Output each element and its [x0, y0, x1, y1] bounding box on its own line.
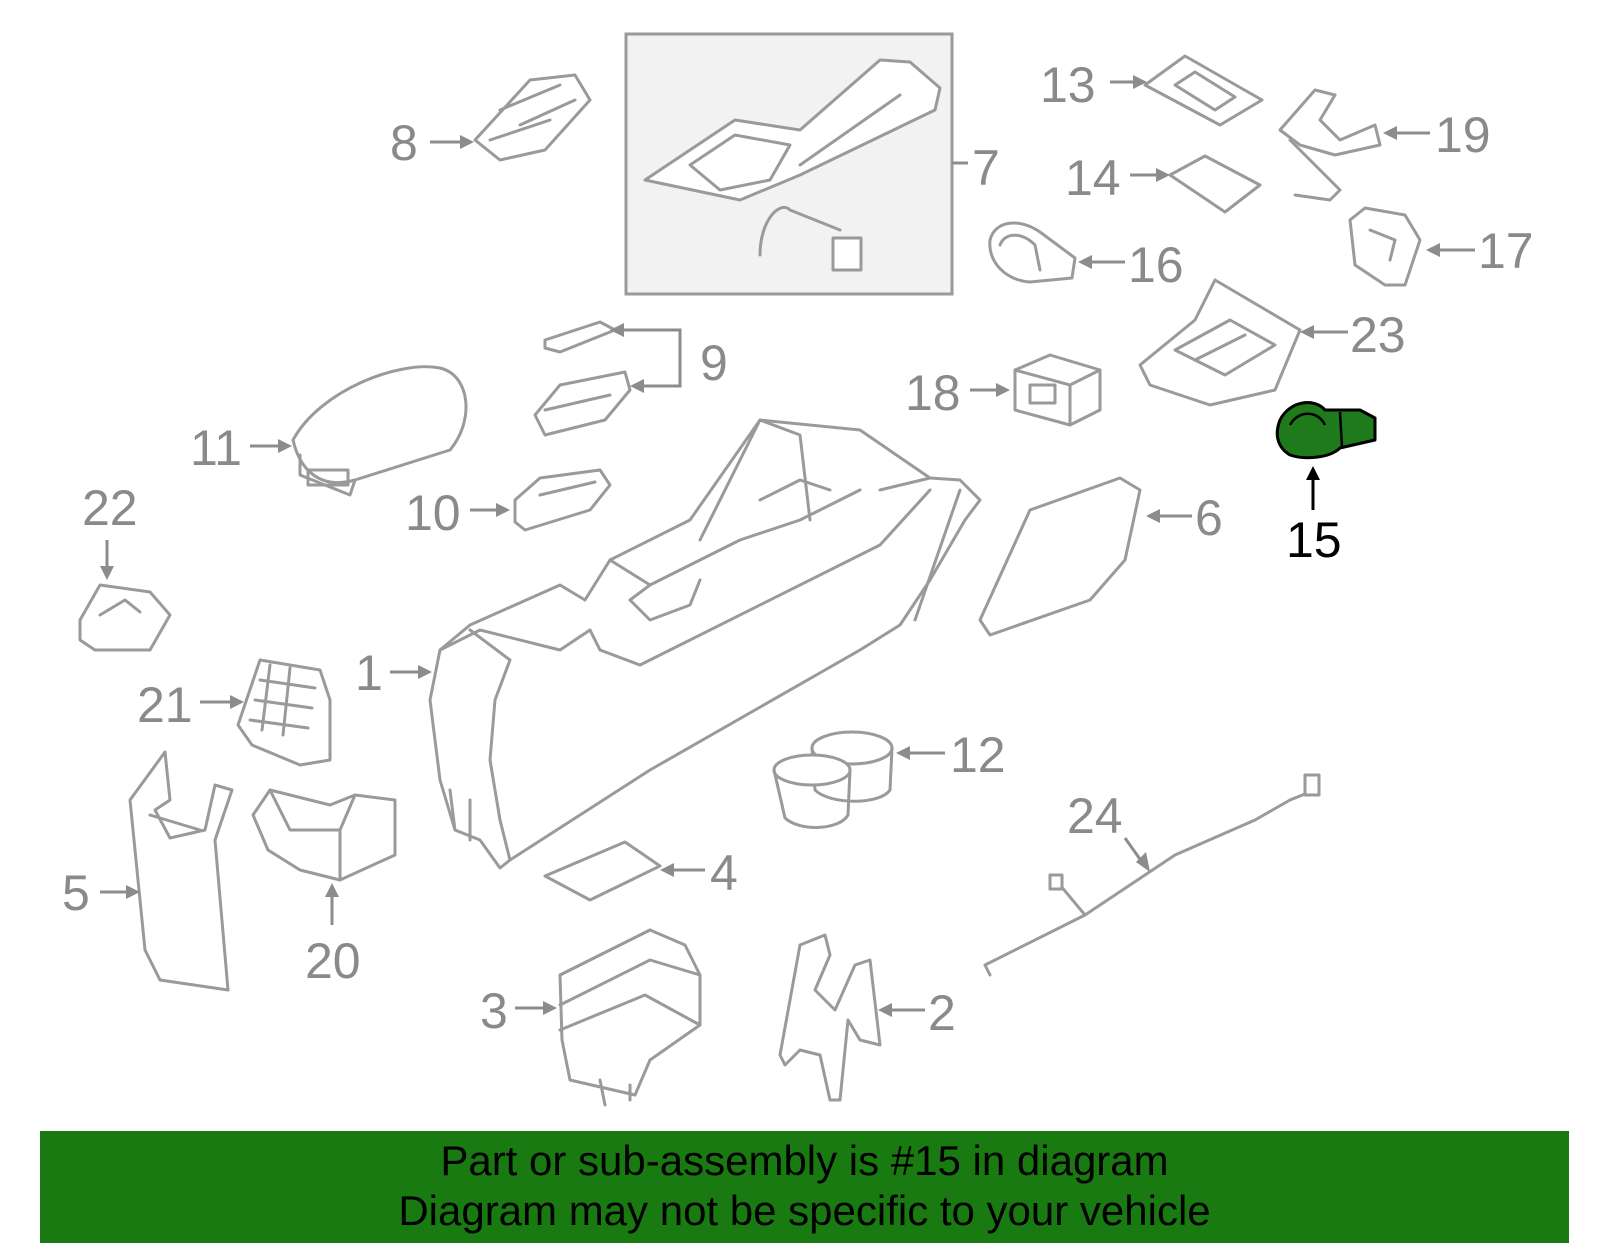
- svg-text:21: 21: [137, 677, 193, 733]
- part-6-side-panel: [978, 476, 1142, 637]
- part-2-bracket: [778, 933, 882, 1102]
- svg-text:10: 10: [405, 485, 461, 541]
- callout-15: 15: [1286, 466, 1342, 568]
- part-3-storage-box: [558, 928, 702, 1107]
- svg-text:22: 22: [82, 480, 138, 536]
- part-18-switch: [1013, 353, 1102, 427]
- callout-9: 9: [610, 323, 728, 393]
- svg-text:4: 4: [710, 845, 738, 901]
- callout-5: 5: [62, 865, 140, 921]
- svg-text:14: 14: [1065, 150, 1121, 206]
- part-19-bracket: [1278, 88, 1382, 202]
- svg-text:23: 23: [1350, 307, 1406, 363]
- part-11-armrest: [291, 365, 468, 497]
- callout-12: 12: [896, 727, 1006, 783]
- part-15-highlighted: [1275, 401, 1377, 460]
- svg-text:9: 9: [700, 335, 728, 391]
- footer-line-disclaimer: Diagram may not be specific to your vehi…: [398, 1187, 1211, 1234]
- part-4-mat: [543, 840, 662, 902]
- svg-text:18: 18: [905, 365, 961, 421]
- part-24-wire-harness: [983, 773, 1321, 977]
- footer-banner: Part or sub-assembly is #15 in diagram D…: [40, 1131, 1569, 1243]
- callout-22: 22: [82, 480, 138, 580]
- callout-2: 2: [878, 985, 956, 1041]
- callout-6: 6: [1146, 490, 1223, 546]
- callout-13: 13: [1040, 57, 1147, 113]
- svg-text:24: 24: [1067, 788, 1123, 844]
- callout-21: 21: [137, 677, 244, 733]
- part-16-socket: [988, 221, 1077, 284]
- callout-17: 17: [1426, 223, 1534, 279]
- part-23-bracket: [1138, 278, 1302, 407]
- svg-text:12: 12: [950, 727, 1006, 783]
- part-20-bin: [251, 788, 397, 882]
- callout-20: 20: [305, 883, 361, 989]
- callout-7: 7: [952, 140, 1000, 196]
- part-13-tray-mat: [1143, 54, 1264, 127]
- svg-text:20: 20: [305, 933, 361, 989]
- callout-18: 18: [905, 365, 1010, 421]
- part-5-trim: [128, 750, 234, 992]
- callout-19: 19: [1383, 107, 1491, 163]
- part-21-vent: [236, 658, 332, 767]
- callout-16: 16: [1078, 237, 1184, 293]
- svg-text:6: 6: [1195, 490, 1223, 546]
- svg-text:8: 8: [390, 115, 418, 171]
- callout-24: 24: [1067, 788, 1150, 872]
- svg-text:16: 16: [1128, 237, 1184, 293]
- svg-text:3: 3: [480, 983, 508, 1039]
- part-9-switch-panels: [533, 320, 632, 437]
- callout-23: 23: [1300, 307, 1406, 363]
- callout-10: 10: [405, 485, 510, 541]
- callout-8: 8: [390, 115, 474, 171]
- callout-3: 3: [480, 983, 557, 1039]
- callout-1: 1: [355, 645, 432, 701]
- part-17-housing: [1348, 206, 1422, 287]
- part-10-switch: [513, 468, 612, 532]
- svg-text:1: 1: [355, 645, 383, 701]
- svg-text:19: 19: [1435, 107, 1491, 163]
- svg-text:7: 7: [972, 140, 1000, 196]
- callout-14: 14: [1065, 150, 1170, 206]
- svg-text:2: 2: [928, 985, 956, 1041]
- part-7-console-trim: [643, 58, 942, 272]
- svg-text:5: 5: [62, 865, 90, 921]
- svg-text:13: 13: [1040, 57, 1096, 113]
- part-8-switch-assembly: [473, 73, 592, 162]
- part-14-pad: [1168, 154, 1262, 214]
- part-1-center-console: [428, 418, 982, 870]
- part-22-switch: [78, 583, 172, 652]
- callout-11: 11: [190, 420, 292, 476]
- svg-text:11: 11: [190, 420, 242, 476]
- part-12-cup-holder: [772, 730, 894, 829]
- callout-4: 4: [660, 845, 738, 901]
- svg-text:15: 15: [1286, 512, 1342, 568]
- footer-line-part-info: Part or sub-assembly is #15 in diagram: [440, 1137, 1169, 1184]
- svg-text:17: 17: [1478, 223, 1534, 279]
